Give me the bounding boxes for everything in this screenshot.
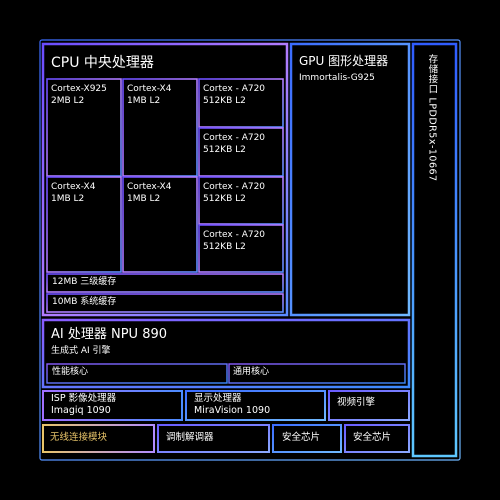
- memory-block: [411, 42, 458, 458]
- cpu-slc-label: 10MB 系统缓存: [52, 297, 117, 307]
- cpu-core-6: [122, 176, 198, 273]
- isp-block: [42, 390, 183, 421]
- display-model: MiraVision 1090: [194, 405, 271, 416]
- cpu-core-2: [122, 78, 198, 177]
- cpu-core-2-cache: 1MB L2: [127, 96, 161, 106]
- security-block-2: [344, 424, 410, 453]
- cpu-core-3-cache: 512KB L2: [203, 96, 246, 106]
- cpu-core-7-name: Cortex - A720: [203, 182, 266, 192]
- gpu-model: Immortalis-G925: [299, 73, 375, 83]
- cpu-core-8: [198, 224, 284, 273]
- modem-label: 调制解调器: [166, 432, 214, 443]
- isp-title: ISP 影像处理器: [51, 393, 117, 404]
- cpu-core-7: [198, 176, 284, 225]
- npu-perf-cores: [46, 363, 228, 384]
- video-title: 视频引擎: [337, 397, 376, 408]
- cpu-core-8-name: Cortex - A720: [203, 230, 266, 240]
- modem-block: [157, 424, 270, 453]
- cpu-core-1-cache: 2MB L2: [51, 96, 85, 106]
- cpu-core-3: [198, 78, 284, 128]
- gpu-block: [289, 42, 411, 317]
- npu-subtitle: 生成式 AI 引擎: [51, 346, 111, 356]
- security-block-1: [272, 424, 342, 453]
- cpu-core-6-cache: 1MB L2: [127, 194, 161, 204]
- cpu-core-5-cache: 1MB L2: [51, 194, 85, 204]
- npu-title: AI 处理器 NPU 890: [51, 327, 168, 342]
- security-2-label: 安全芯片: [353, 432, 392, 443]
- gpu-title: GPU 图形处理器: [299, 54, 389, 68]
- cpu-core-8-cache: 512KB L2: [203, 242, 246, 252]
- cpu-core-4-name: Cortex - A720: [203, 133, 266, 143]
- cpu-core-5-name: Cortex-X4: [51, 182, 96, 192]
- cpu-core-5: [46, 176, 122, 273]
- npu-general-cores: [228, 363, 406, 384]
- cpu-core-1: [46, 78, 122, 177]
- npu-perf-label: 性能核心: [52, 367, 89, 377]
- cpu-core-4-cache: 512KB L2: [203, 145, 246, 155]
- display-title: 显示处理器: [194, 393, 242, 404]
- cpu-core-6-name: Cortex-X4: [127, 182, 172, 192]
- memory-model: LPDDR5x-10667: [426, 97, 438, 182]
- video-block: [328, 390, 410, 421]
- cpu-l3-cache: [46, 273, 284, 293]
- cpu-system-cache: [46, 293, 284, 313]
- cpu-block: [41, 42, 289, 317]
- display-block: [185, 390, 326, 421]
- cpu-core-4: [198, 127, 284, 177]
- npu-general-label: 通用核心: [233, 367, 270, 377]
- cpu-title: CPU 中央处理器: [51, 55, 154, 71]
- cpu-l3-label: 12MB 三级缓存: [52, 277, 117, 287]
- memory-title: 存储接口: [426, 54, 438, 94]
- cpu-core-2-name: Cortex-X4: [127, 84, 172, 94]
- wireless-block: [42, 424, 155, 453]
- cpu-core-3-name: Cortex - A720: [203, 84, 266, 94]
- npu-block: [41, 318, 411, 389]
- security-1-label: 安全芯片: [282, 432, 321, 443]
- memory-label: 存储接口 LPDDR5x-10667: [426, 54, 437, 182]
- cpu-core-7-cache: 512KB L2: [203, 194, 246, 204]
- isp-model: Imagiq 1090: [51, 405, 111, 416]
- wireless-label: 无线连接模块: [50, 432, 108, 443]
- cpu-core-1-name: Cortex-X925: [51, 84, 107, 94]
- outer-border: [39, 39, 461, 461]
